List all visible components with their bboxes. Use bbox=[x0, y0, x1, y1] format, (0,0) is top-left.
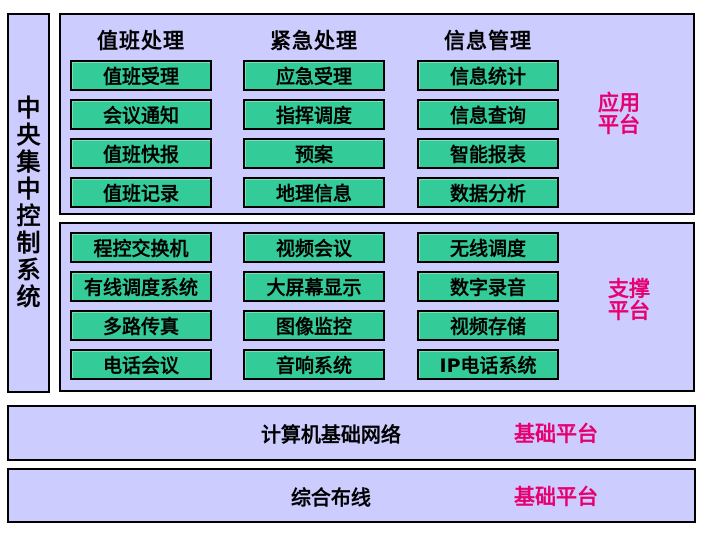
platform-block: 值班记录 bbox=[70, 177, 212, 208]
platform-block: 图像监控 bbox=[243, 310, 385, 341]
column-emergency-processing: 紧急处理 bbox=[243, 15, 385, 55]
platform-block: 有线调度系统 bbox=[70, 271, 212, 302]
platform-block: 多路传真 bbox=[70, 310, 212, 341]
platform-block: 音响系统 bbox=[243, 349, 385, 380]
information-blocks: 信息统计 信息查询 智能报表 数据分析 bbox=[417, 60, 559, 216]
platform-block: 视频会议 bbox=[243, 232, 385, 263]
system-title: 中央集中控制系统 bbox=[16, 94, 41, 311]
platform-block: 电话会议 bbox=[70, 349, 212, 380]
duty-blocks: 值班受理 会议通知 值班快报 值班记录 bbox=[70, 60, 212, 216]
platform-block: 数字录音 bbox=[417, 271, 559, 302]
platform-block: IP电话系统 bbox=[417, 349, 559, 380]
column-information-management: 信息管理 bbox=[417, 15, 559, 55]
bar-label: 计算机基础网络 bbox=[260, 422, 401, 447]
column-duty-processing: 值班处理 bbox=[70, 15, 212, 55]
platform-block: 地理信息 bbox=[243, 177, 385, 208]
platform-block: 程控交换机 bbox=[70, 232, 212, 263]
platform-block: 智能报表 bbox=[417, 138, 559, 169]
platform-block: 无线调度 bbox=[417, 232, 559, 263]
application-platform-panel: 值班处理 紧急处理 信息管理 值班受理 会议通知 值班快报 值班记录 应急受理 … bbox=[59, 13, 695, 215]
platform-block: 会议通知 bbox=[70, 99, 212, 130]
platform-block: 数据分析 bbox=[417, 177, 559, 208]
column-header: 紧急处理 bbox=[270, 29, 358, 53]
platform-block: 信息统计 bbox=[417, 60, 559, 91]
platform-block: 应急受理 bbox=[243, 60, 385, 91]
platform-block: 视频存储 bbox=[417, 310, 559, 341]
support-blocks-col3: 无线调度 数字录音 视频存储 IP电话系统 bbox=[417, 232, 559, 388]
bar-label: 综合布线 bbox=[290, 485, 371, 509]
support-blocks-col1: 程控交换机 有线调度系统 多路传真 电话会议 bbox=[70, 232, 212, 388]
support-platform-panel: 程控交换机 有线调度系统 多路传真 电话会议 视频会议 大屏幕显示 图像监控 音… bbox=[59, 222, 695, 392]
column-header: 值班处理 bbox=[97, 29, 185, 53]
emergency-blocks: 应急受理 指挥调度 预案 地理信息 bbox=[243, 60, 385, 216]
base-bar-cabling: 综合布线 基础平台 bbox=[7, 468, 696, 523]
platform-block: 指挥调度 bbox=[243, 99, 385, 130]
platform-block: 大屏幕显示 bbox=[243, 271, 385, 302]
application-platform-label: 应用平台 bbox=[598, 91, 640, 137]
base-platform-label: 基础平台 bbox=[514, 484, 598, 509]
support-blocks-col2: 视频会议 大屏幕显示 图像监控 音响系统 bbox=[243, 232, 385, 388]
platform-block: 值班快报 bbox=[70, 138, 212, 169]
platform-block: 值班受理 bbox=[70, 60, 212, 91]
central-control-system-sidebar: 中央集中控制系统 bbox=[7, 13, 50, 393]
base-platform-label: 基础平台 bbox=[514, 422, 598, 446]
platform-block: 信息查询 bbox=[417, 99, 559, 130]
platform-block: 预案 bbox=[243, 138, 385, 169]
column-header: 信息管理 bbox=[444, 29, 532, 53]
support-platform-label: 支撑平台 bbox=[608, 277, 650, 323]
base-bar-network: 计算机基础网络 基础平台 bbox=[7, 405, 696, 461]
